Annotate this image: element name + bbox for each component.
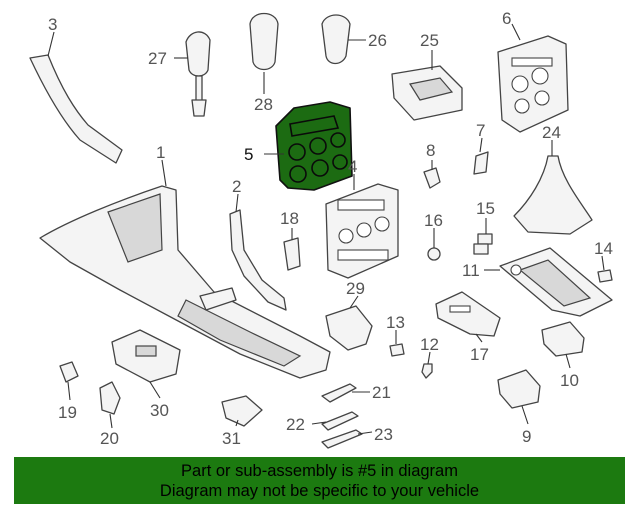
callout-17: 17 bbox=[470, 345, 489, 364]
part-28[interactable] bbox=[249, 12, 279, 71]
part-27[interactable] bbox=[185, 31, 211, 117]
part-6[interactable] bbox=[497, 35, 569, 133]
info-banner: Part or sub-assembly is #5 in diagram Di… bbox=[14, 457, 625, 504]
part-13[interactable] bbox=[389, 343, 405, 357]
callout-14: 14 bbox=[594, 239, 613, 258]
part-3[interactable] bbox=[29, 54, 123, 164]
part-8[interactable] bbox=[423, 167, 441, 189]
part-7[interactable] bbox=[473, 151, 489, 175]
callout-27: 27 bbox=[148, 49, 167, 68]
part-2[interactable] bbox=[229, 209, 287, 311]
part-29[interactable] bbox=[325, 305, 373, 351]
callout-6: 6 bbox=[502, 9, 511, 28]
callout-28: 28 bbox=[254, 95, 273, 114]
callout-3: 3 bbox=[48, 15, 57, 34]
callout-13: 13 bbox=[386, 313, 405, 332]
callout-24: 24 bbox=[542, 123, 561, 142]
callout-11: 11 bbox=[462, 261, 480, 280]
callout-12: 12 bbox=[420, 335, 439, 354]
part-26[interactable] bbox=[321, 14, 351, 65]
part-21[interactable] bbox=[321, 383, 357, 403]
callout-10: 10 bbox=[560, 371, 579, 390]
parts-diagram: 3 27 28 26 25 6 24 8 7 16 15 14 11 17 10… bbox=[29, 9, 613, 449]
callout-15: 15 bbox=[476, 199, 495, 218]
callout-7: 7 bbox=[476, 121, 485, 140]
part-16[interactable] bbox=[427, 247, 441, 261]
callout-5: 5 bbox=[244, 145, 253, 164]
callout-30: 30 bbox=[150, 401, 169, 420]
part-23[interactable] bbox=[321, 429, 363, 449]
part-31[interactable] bbox=[221, 395, 263, 427]
part-19[interactable] bbox=[59, 361, 79, 383]
part-11[interactable] bbox=[499, 247, 613, 317]
part-30[interactable] bbox=[111, 329, 181, 383]
callout-20: 20 bbox=[100, 429, 119, 448]
callout-19: 19 bbox=[58, 403, 77, 422]
part-4[interactable] bbox=[325, 183, 399, 279]
part-17[interactable] bbox=[435, 291, 501, 337]
part-9[interactable] bbox=[497, 369, 541, 409]
part-10[interactable] bbox=[541, 321, 585, 357]
leader-lines bbox=[47, 23, 605, 435]
part-20[interactable] bbox=[99, 381, 121, 415]
part-12[interactable] bbox=[421, 363, 433, 379]
callout-21: 21 bbox=[372, 383, 391, 402]
part-1[interactable] bbox=[39, 185, 331, 379]
callout-4: 4 bbox=[348, 157, 357, 176]
callout-31: 31 bbox=[222, 429, 241, 448]
callout-labels: 3 27 28 26 25 6 24 8 7 16 15 14 11 17 10… bbox=[48, 9, 613, 448]
callout-25: 25 bbox=[420, 31, 439, 50]
part-18[interactable] bbox=[283, 237, 301, 271]
callout-23: 23 bbox=[374, 425, 393, 444]
callout-22: 22 bbox=[286, 415, 305, 434]
callout-16: 16 bbox=[424, 211, 443, 230]
part-25[interactable] bbox=[391, 65, 463, 121]
callout-9: 9 bbox=[522, 427, 531, 446]
banner-line-2: Diagram may not be specific to your vehi… bbox=[159, 482, 480, 500]
part-15[interactable] bbox=[473, 233, 493, 255]
part-5[interactable] bbox=[275, 101, 353, 191]
callout-18: 18 bbox=[280, 209, 299, 228]
banner-line-1: Part or sub-assembly is #5 in diagram bbox=[181, 462, 458, 480]
part-14[interactable] bbox=[597, 269, 613, 283]
callout-29: 29 bbox=[346, 279, 365, 298]
part-24[interactable] bbox=[513, 155, 593, 235]
part-22[interactable] bbox=[321, 411, 359, 431]
callout-26: 26 bbox=[368, 31, 387, 50]
callout-1: 1 bbox=[156, 143, 165, 162]
callout-2: 2 bbox=[232, 177, 241, 196]
callout-8: 8 bbox=[426, 141, 435, 160]
